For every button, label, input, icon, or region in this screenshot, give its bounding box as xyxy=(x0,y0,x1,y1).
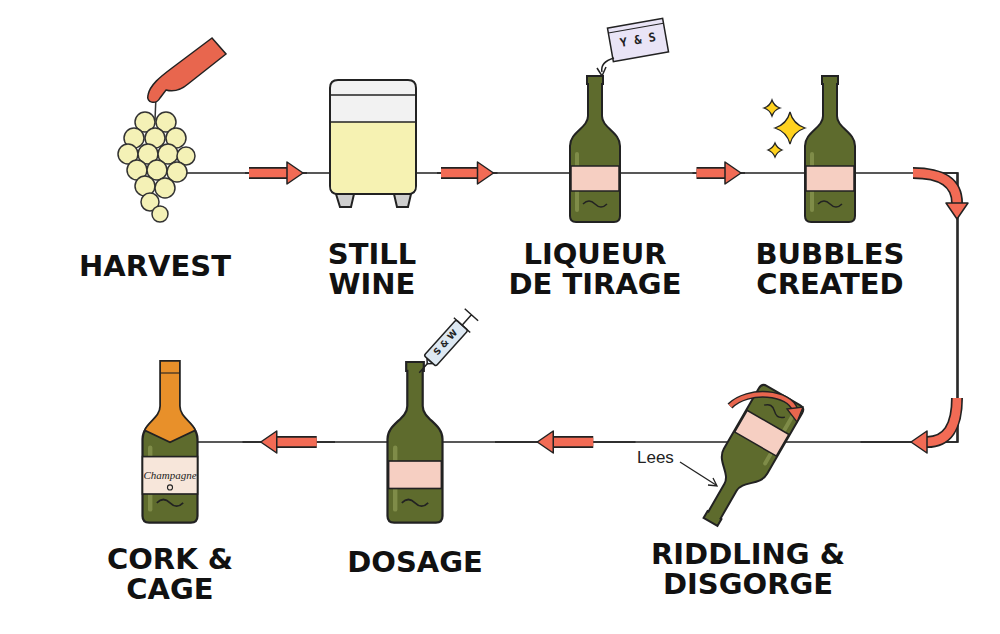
connector-line xyxy=(861,173,958,442)
callout-label: Champagne xyxy=(143,469,196,481)
tank-leg xyxy=(336,194,354,207)
grape xyxy=(155,178,175,198)
arrow-outline xyxy=(441,167,478,179)
leader-line xyxy=(680,462,716,485)
cage-wire xyxy=(160,372,180,373)
bottle xyxy=(388,362,443,523)
arrow-head xyxy=(911,431,927,453)
bottle xyxy=(689,383,805,534)
wine-tank xyxy=(330,80,416,207)
process-step: HARVEST xyxy=(65,36,245,286)
flow-connector xyxy=(437,162,498,184)
label-mark xyxy=(167,485,172,490)
syringe-barrel xyxy=(424,320,468,366)
sachet-seal xyxy=(608,23,663,33)
arrow-outline xyxy=(277,436,317,448)
process-step: DOSAGE xyxy=(335,330,495,582)
arrow-head xyxy=(261,431,277,453)
bottle xyxy=(689,383,805,534)
arrow-outline xyxy=(927,398,957,442)
arrow-outline xyxy=(249,167,287,179)
leader-head xyxy=(708,478,717,486)
arrow-body xyxy=(697,169,726,178)
step-label: RIDDLING & DISGORGE xyxy=(641,540,856,599)
flow-connector xyxy=(245,162,307,184)
arrow-body xyxy=(441,169,478,178)
process-step: CORK & CAGE xyxy=(98,358,243,608)
arrow-body xyxy=(249,169,287,178)
callout-label: Y & S xyxy=(619,31,657,50)
rotation-arrow-outline xyxy=(730,394,795,410)
syringe-plunger xyxy=(454,307,480,332)
arrow-outline xyxy=(553,436,593,448)
rotation-arrow-body xyxy=(730,394,795,410)
bottle xyxy=(570,76,620,222)
step-label: BUBBLES CREATED xyxy=(750,240,910,299)
sparkles xyxy=(764,100,805,157)
process-step: STILL WINE xyxy=(307,76,437,303)
arrow-body xyxy=(913,173,957,203)
pointer-arrow xyxy=(602,58,614,72)
arrow-head xyxy=(537,431,553,453)
process-step: RIDDLING & DISGORGE xyxy=(636,380,861,603)
arrow-head xyxy=(287,162,303,184)
flow-connector xyxy=(243,431,336,453)
callout-label: Lees xyxy=(637,449,674,468)
bottle xyxy=(388,362,443,523)
arrow-outline xyxy=(913,173,957,203)
step-label: HARVEST xyxy=(70,252,240,282)
process-step: LIQUEUR DE TIRAGE xyxy=(498,70,693,303)
arrow-head xyxy=(946,203,968,219)
picking-hand xyxy=(148,38,226,102)
tank-body xyxy=(330,80,416,194)
arrow-body xyxy=(927,398,957,442)
tank-leg xyxy=(394,194,411,207)
step-label: DOSAGE xyxy=(340,548,490,578)
arrow-head xyxy=(725,162,741,184)
sachet xyxy=(607,18,668,61)
rotation-arrow xyxy=(730,394,803,422)
bottle xyxy=(805,76,855,222)
flow-connector xyxy=(495,431,636,453)
syringe xyxy=(411,307,480,380)
arrow-head xyxy=(478,162,494,184)
sparkle xyxy=(768,143,782,157)
bottle-label xyxy=(143,457,198,494)
step-label: CORK & CAGE xyxy=(103,545,238,604)
bottle xyxy=(143,361,198,523)
rotation-arrow-head xyxy=(787,407,803,422)
tank-wine xyxy=(331,122,415,193)
pointer-head xyxy=(597,67,606,76)
grape-cluster xyxy=(118,96,195,222)
flow-connector xyxy=(861,173,969,453)
sparkle xyxy=(764,100,780,116)
connector-line xyxy=(243,441,336,443)
bottle xyxy=(805,76,855,222)
grape xyxy=(152,206,168,222)
arrow-body xyxy=(277,438,317,447)
connector-line xyxy=(495,441,636,443)
sachet-body xyxy=(607,18,668,61)
flow-connector xyxy=(693,162,746,184)
tank-lid xyxy=(330,94,416,96)
wine-level xyxy=(331,121,415,123)
sparkle xyxy=(775,112,805,144)
process-step: BUBBLES CREATED xyxy=(745,70,915,303)
arrow-body xyxy=(553,438,593,447)
step-label: LIQUEUR DE TIRAGE xyxy=(503,240,688,299)
arrow-outline xyxy=(697,167,726,179)
foil xyxy=(145,361,196,442)
step-label: STILL WINE xyxy=(312,240,432,299)
callout-label: S & W xyxy=(432,328,460,357)
bottle xyxy=(570,76,620,222)
